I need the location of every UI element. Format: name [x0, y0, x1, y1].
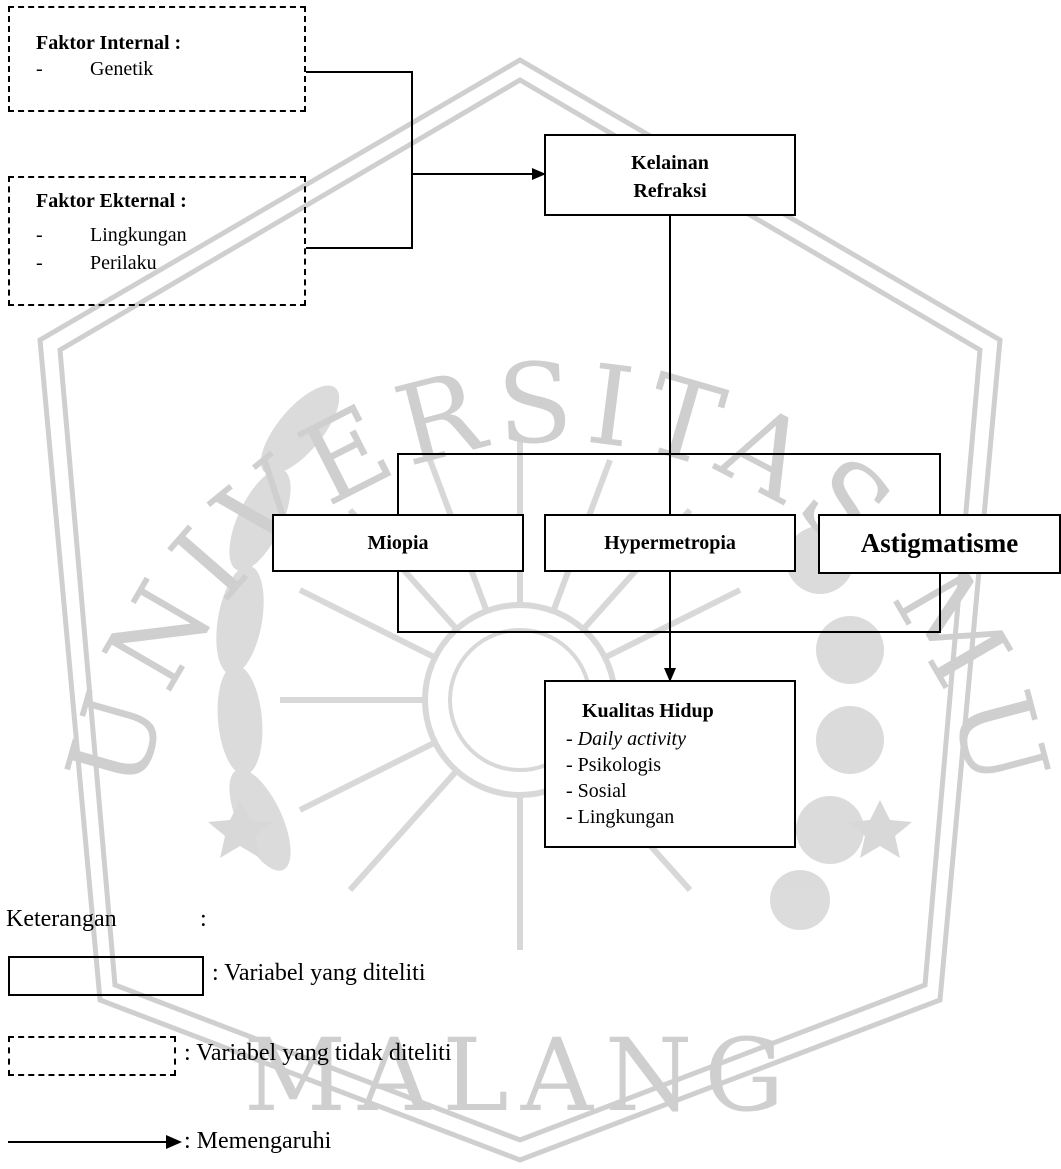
bullet-dash: -: [36, 252, 43, 274]
astigmatisme-label: Astigmatisme: [860, 528, 1019, 558]
faktor-ekternal-item: Perilaku: [90, 252, 157, 274]
faktor-internal-title: Faktor Internal :: [36, 32, 182, 54]
refraksi-line2: Refraksi: [633, 180, 707, 202]
faktor-internal-box: Faktor Internal : - Genetik: [8, 6, 306, 112]
miopia-label: Miopia: [367, 532, 429, 554]
legend-dashed-label: : Variabel yang tidak diteliti: [184, 1040, 452, 1066]
legend-solid-label: : Variabel yang diteliti: [212, 960, 426, 986]
kualitas-item: - Psikologis: [566, 754, 662, 776]
faktor-ekternal-item: Lingkungan: [90, 224, 187, 246]
kelainan-refraksi-box: Kelainan Refraksi: [544, 134, 796, 216]
astigmatisme-box: Astigmatisme: [818, 514, 1061, 574]
faktor-ekternal-box: Faktor Ekternal : - Lingkungan - Perilak…: [8, 176, 306, 306]
faktor-internal-item: Genetik: [90, 58, 154, 80]
hypermetropia-box: Hypermetropia: [544, 514, 796, 572]
kualitas-hidup-title: Kualitas Hidup: [582, 700, 714, 722]
kualitas-item: - Daily activity: [566, 728, 686, 750]
legend-heading: Keterangan: [6, 906, 117, 932]
upper-bracket: [397, 453, 941, 514]
legend-colon: :: [200, 906, 207, 932]
refraksi-line1: Kelainan: [631, 152, 709, 174]
legend-dashed-swatch: [8, 1036, 176, 1076]
bullet-dash: -: [36, 58, 43, 80]
legend-arrow: [8, 1135, 182, 1149]
miopia-box: Miopia: [272, 514, 524, 572]
bullet-dash: -: [36, 224, 43, 246]
legend-arrow-label: : Memengaruhi: [184, 1128, 332, 1154]
kualitas-item: - Lingkungan: [566, 806, 675, 828]
svg-text:MALANG: MALANG: [244, 1017, 797, 1134]
legend-solid-swatch: [8, 956, 204, 996]
kualitas-hidup-box: Kualitas Hidup - Daily activity - Psikol…: [544, 680, 796, 848]
kualitas-item: - Sosial: [566, 780, 627, 802]
hypermetropia-label: Hypermetropia: [604, 532, 736, 554]
faktor-ekternal-title: Faktor Ekternal :: [36, 190, 187, 212]
internal-connector: [306, 71, 413, 249]
